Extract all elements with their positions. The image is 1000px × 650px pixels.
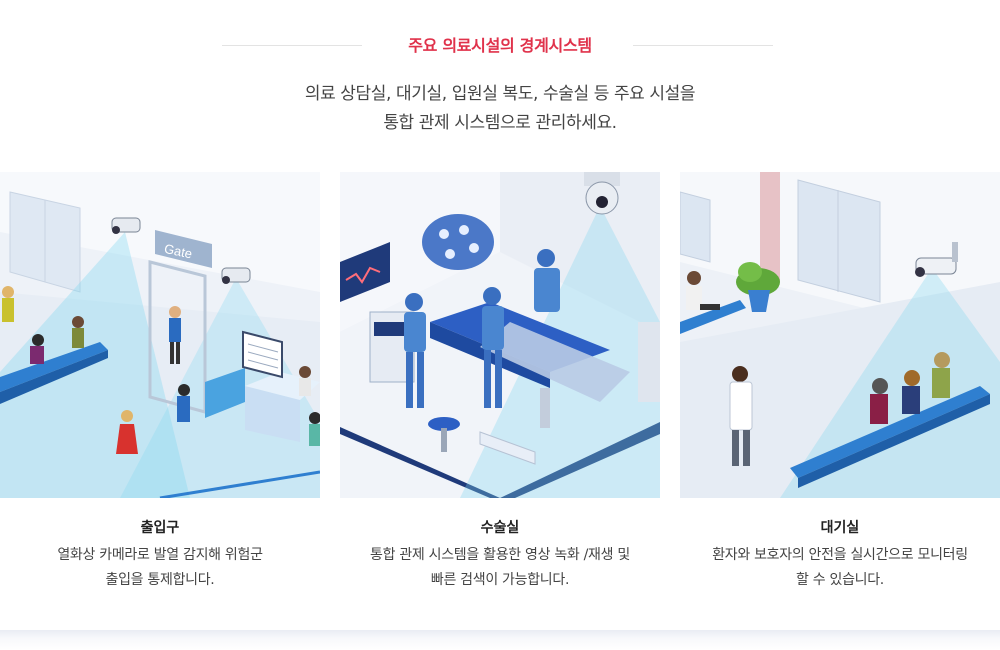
card-operating-room: 수술실 통합 관제 시스템을 활용한 영상 녹화 /재생 및 빠른 검색이 가능… xyxy=(340,172,660,593)
card-description: 통합 관제 시스템을 활용한 영상 녹화 /재생 및 빠른 검색이 가능합니다. xyxy=(340,543,660,593)
camera-icon xyxy=(221,267,251,284)
gate-sign: Gate xyxy=(155,230,212,268)
section-intro: 의료 상담실, 대기실, 입원실 복도, 수술실 등 주요 시설을 통합 관제 … xyxy=(0,80,1000,138)
heading-rule-left xyxy=(222,45,362,46)
card-title: 대기실 xyxy=(820,520,860,536)
section-heading: 주요 의료시설의 경계시스템 xyxy=(408,36,592,55)
card-description: 열화상 카메라로 발열 감지해 위험군 출입을 통제합니다. xyxy=(0,543,320,593)
vital-monitor xyxy=(340,242,390,302)
surgical-light-icon xyxy=(422,214,494,270)
card-description-line: 출입을 통제합니다. xyxy=(105,572,215,588)
card-description-line: 통합 관제 시스템을 활용한 영상 녹화 /재생 및 xyxy=(370,547,630,563)
card-description: 환자와 보호자의 안전을 실시간으로 모니터링 할 수 있습니다. xyxy=(680,543,1000,593)
camera-icon xyxy=(111,217,141,234)
card-description-line: 빠른 검색이 가능합니다. xyxy=(430,572,570,588)
card-description-line: 열화상 카메라로 발열 감지해 위험군 xyxy=(57,547,263,563)
section-bottom-shadow xyxy=(0,630,1000,650)
card-entrance: Gate xyxy=(0,172,320,593)
heading-rule-right xyxy=(633,45,773,46)
operating-room-illustration xyxy=(340,172,660,498)
intro-line-1: 의료 상담실, 대기실, 입원실 복도, 수술실 등 주요 시설을 xyxy=(304,84,696,104)
camera-icon xyxy=(915,242,958,277)
section-heading-row: 주요 의료시설의 경계시스템 xyxy=(0,36,1000,56)
intro-line-2: 통합 관제 시스템으로 관리하세요. xyxy=(383,113,617,133)
card-description-line: 환자와 보호자의 안전을 실시간으로 모니터링 xyxy=(712,547,968,563)
facility-surveillance-section: 주요 의료시설의 경계시스템 의료 상담실, 대기실, 입원실 복도, 수술실 … xyxy=(0,36,1000,593)
plant-icon xyxy=(736,262,780,312)
card-waiting-room: 대기실 환자와 보호자의 안전을 실시간으로 모니터링 할 수 있습니다. xyxy=(680,172,1000,593)
card-title: 수술실 xyxy=(480,520,520,536)
waiting-room-illustration xyxy=(680,172,1000,498)
gate-sign-text: Gate xyxy=(163,241,194,262)
entrance-illustration: Gate xyxy=(0,172,320,498)
card-description-line: 할 수 있습니다. xyxy=(796,572,884,588)
dome-camera-icon xyxy=(584,172,620,215)
card-title: 출입구 xyxy=(140,520,180,536)
info-board xyxy=(242,330,283,379)
